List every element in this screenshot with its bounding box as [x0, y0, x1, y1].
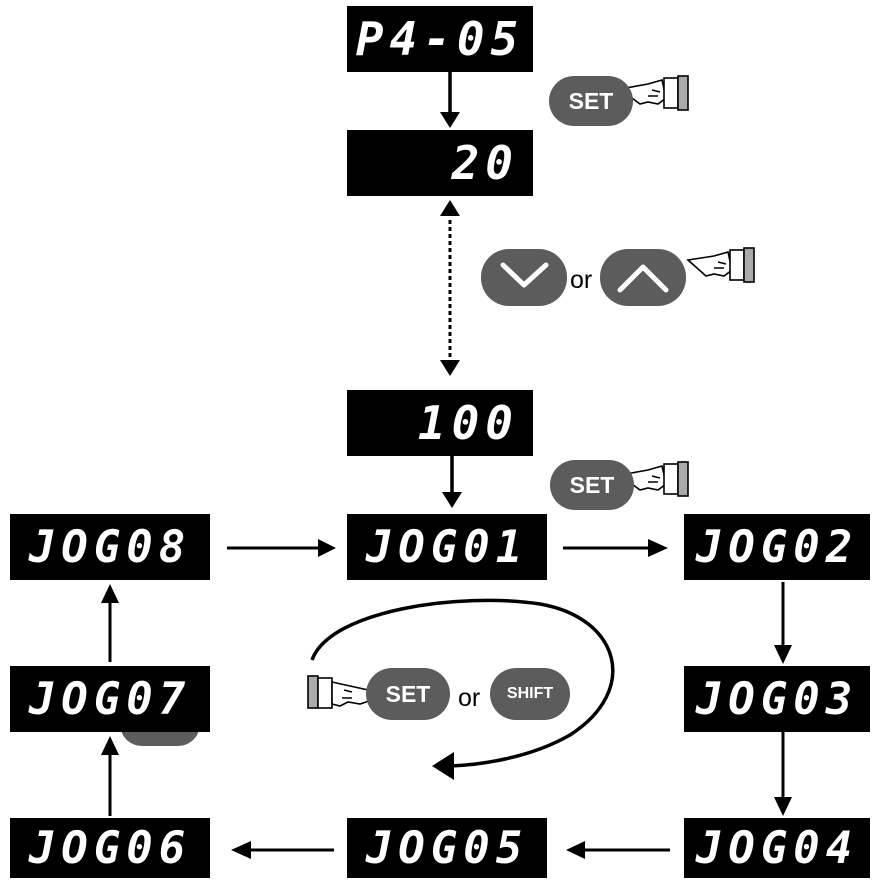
arrowhead — [442, 492, 462, 508]
jog-text: JOG08 — [28, 521, 192, 573]
arrowhead — [440, 200, 460, 216]
set-button[interactable]: SET — [549, 76, 633, 126]
value-end-text: 100 — [417, 396, 519, 450]
jog-display-08: JOG08 — [10, 514, 210, 580]
jog-text: JOG05 — [365, 822, 529, 874]
arrowhead — [440, 112, 460, 128]
shift-button-label: SHIFT — [506, 685, 554, 702]
set-button-label: SET — [569, 471, 615, 498]
arrowhead — [648, 539, 668, 557]
jog-display-02: JOG02 — [684, 514, 870, 580]
arrowhead — [101, 736, 119, 755]
pointing-hand-icon — [618, 75, 689, 111]
jog-text: JOG01 — [365, 521, 529, 573]
param-display: P4-05 — [347, 6, 533, 72]
or-label: or — [570, 266, 593, 294]
set-button-label: SET — [385, 680, 431, 707]
value-start-text: 20 — [451, 136, 519, 190]
jog-display-06: JOG06 — [10, 818, 210, 878]
set-button[interactable]: SET — [366, 668, 450, 720]
shift-button[interactable]: SHIFT — [490, 668, 570, 720]
or-label: or — [458, 684, 481, 712]
cycle-arrow — [310, 598, 615, 768]
chevron-up-icon[interactable] — [600, 249, 686, 306]
jog-display-04: JOG04 — [684, 818, 870, 878]
jog-text: JOG03 — [695, 673, 859, 725]
arrowhead — [440, 360, 460, 376]
pointing-hand-icon — [686, 247, 755, 283]
arrowhead — [774, 645, 792, 664]
jog-display-05: JOG05 — [347, 818, 547, 878]
set-button[interactable]: SET — [550, 460, 634, 510]
pointing-hand-icon — [307, 675, 374, 709]
arrowhead — [774, 797, 792, 816]
jog-text: JOG06 — [28, 822, 192, 874]
arrowhead — [566, 841, 585, 859]
jog-text: JOG04 — [695, 822, 859, 874]
jog-text: JOG02 — [695, 521, 859, 573]
arrowhead — [101, 584, 119, 603]
param-display-text: P4-05 — [355, 12, 525, 66]
jog-display-03: JOG03 — [684, 666, 870, 732]
jog-text: JOG07 — [28, 673, 192, 725]
value-display-start: 20 — [347, 130, 533, 196]
arrowhead — [318, 539, 336, 557]
jog-display-07: JOG07 — [10, 666, 210, 732]
arrowhead — [231, 841, 251, 859]
set-button-label: SET — [568, 87, 614, 114]
arrowhead — [432, 752, 454, 780]
pointing-hand-icon — [618, 461, 689, 497]
value-display-end: 100 — [347, 390, 533, 456]
chevron-down-icon[interactable] — [481, 249, 567, 306]
jog-display-01: JOG01 — [347, 514, 547, 580]
